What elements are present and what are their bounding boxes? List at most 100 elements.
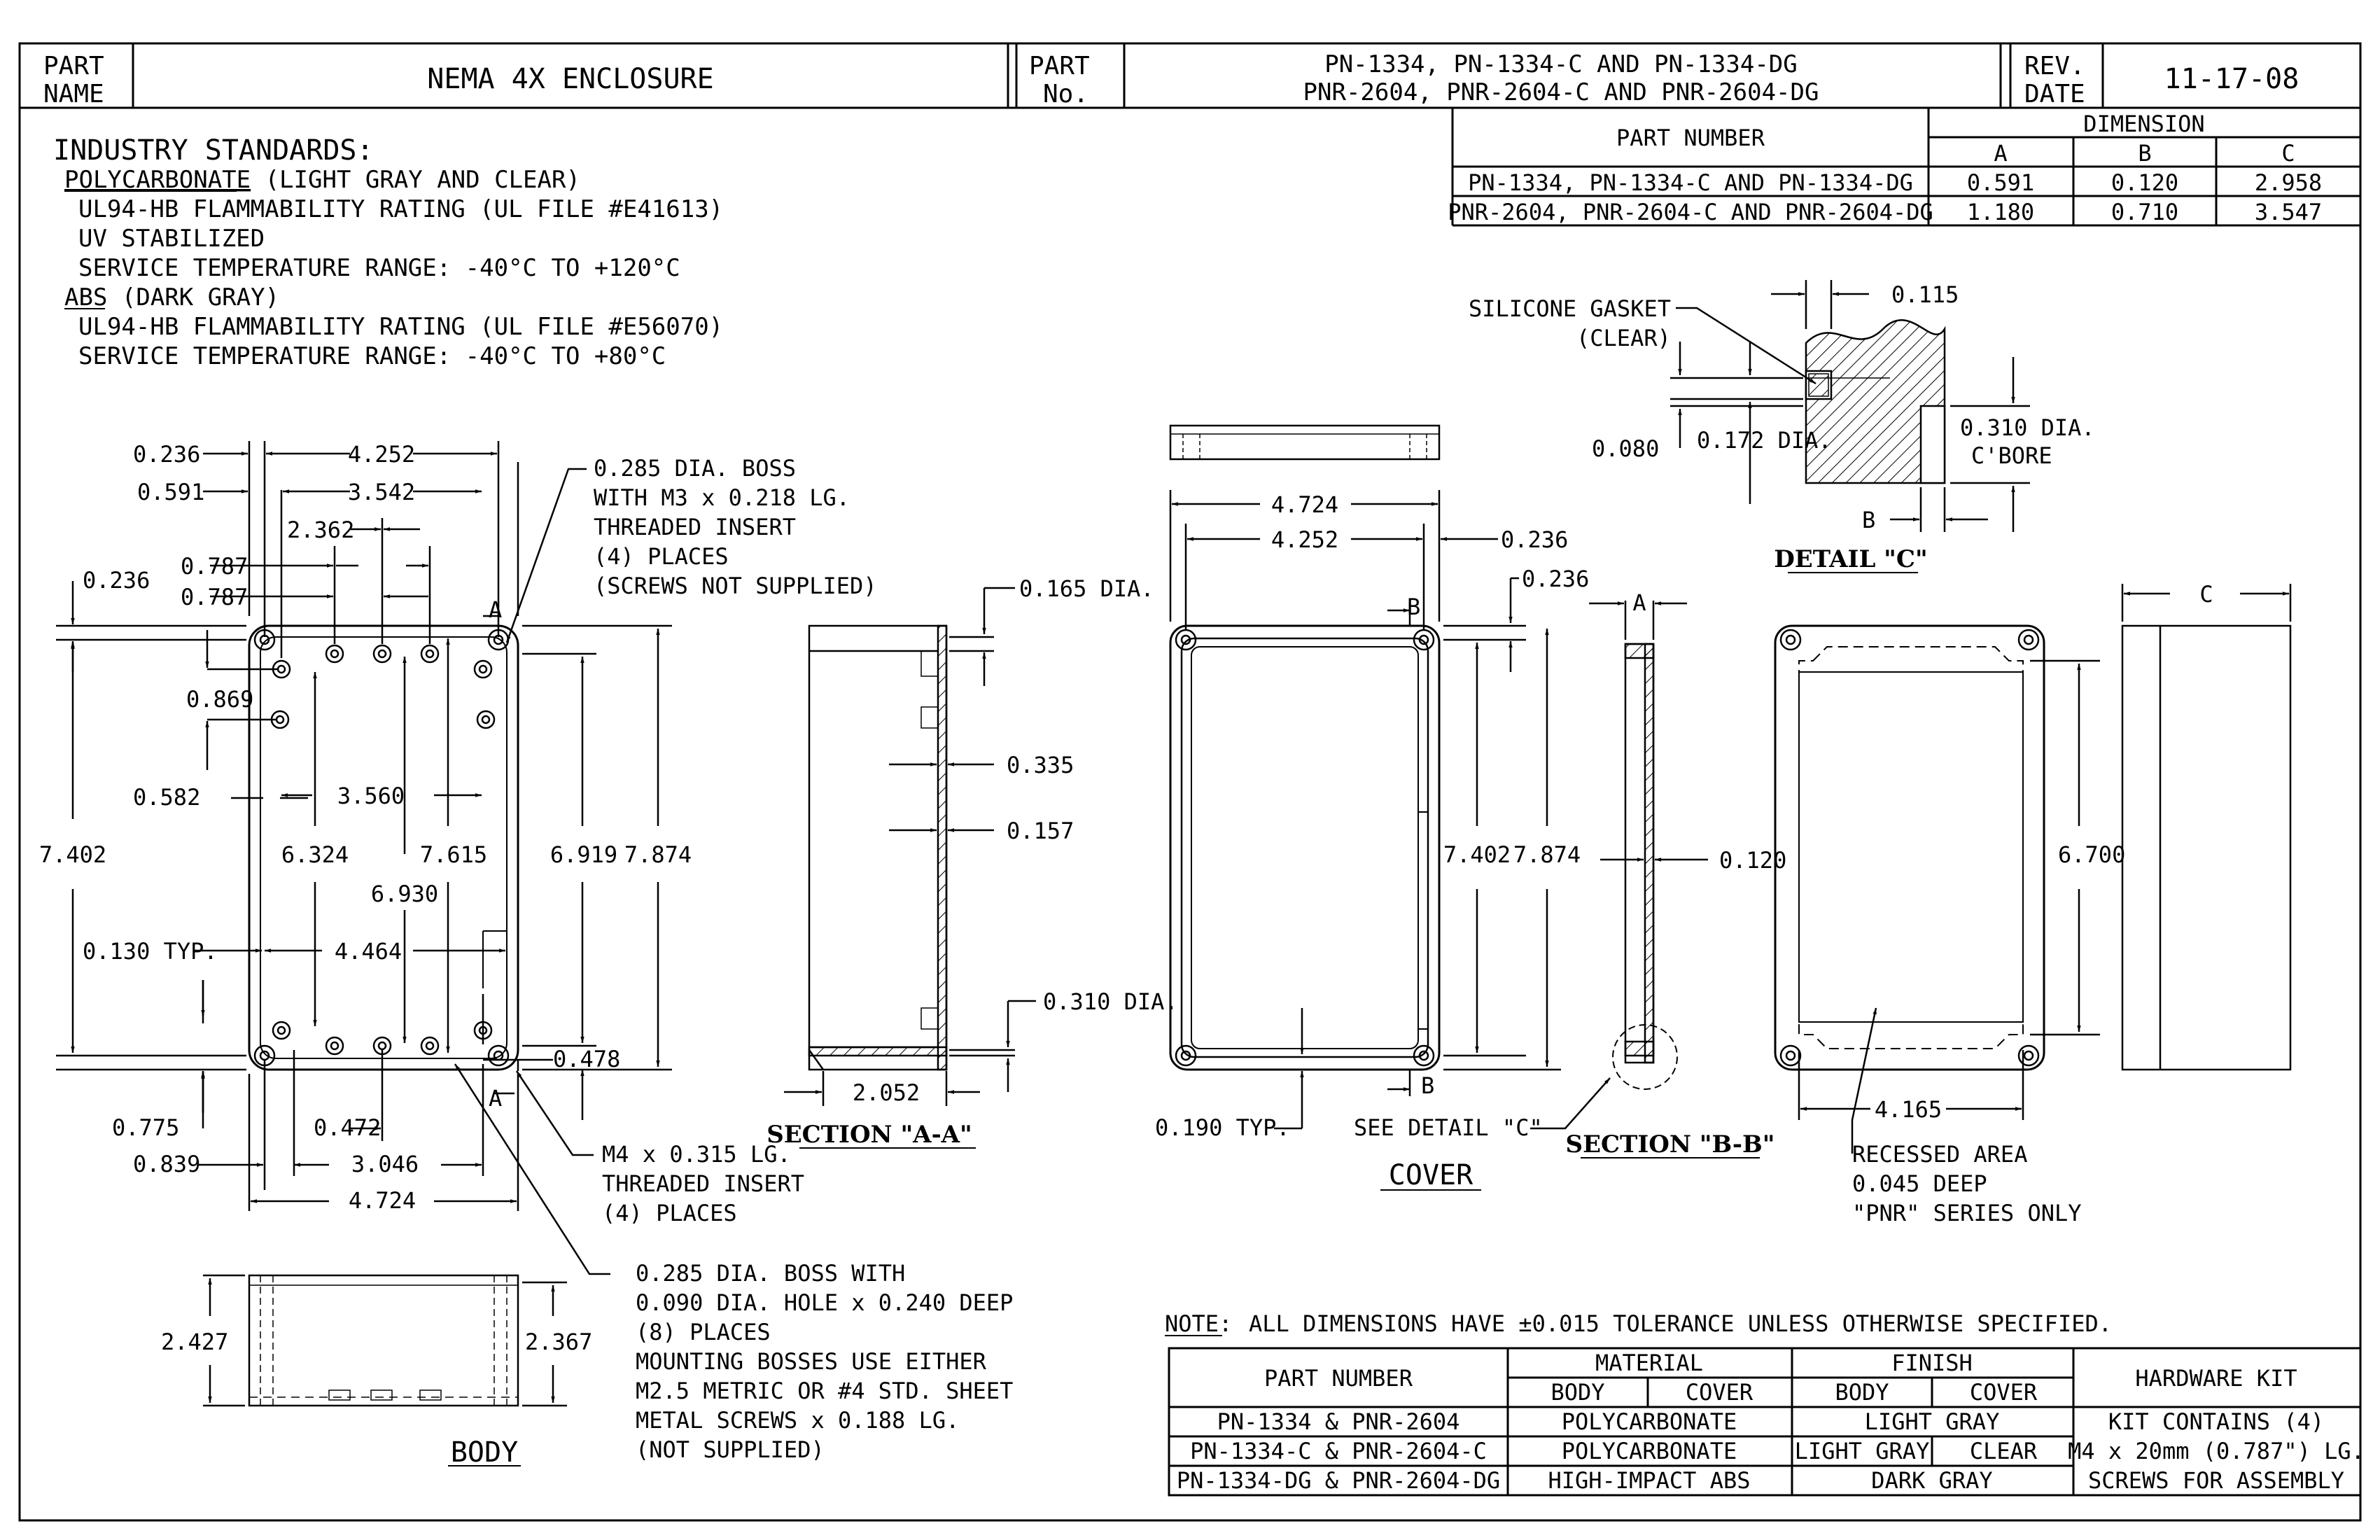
dim-row-2-c: 3.547	[2255, 199, 2322, 225]
insert-note-line3: (4) PLACES	[602, 1200, 737, 1226]
dim-table-dimension-header: DIMENSION	[2083, 111, 2204, 137]
mat-finish-header: FINISH	[1891, 1350, 1973, 1376]
body-dim-0775: 0.775	[112, 1114, 179, 1141]
mat-row-2-part: PN-1334-C & PNR-2604-C	[1190, 1438, 1487, 1464]
boss-note-line4: (4) PLACES	[594, 543, 729, 570]
polycarbonate-rest: (LIGHT GRAY AND CLEAR)	[251, 166, 580, 194]
rev-date: 11-17-08	[2164, 63, 2300, 95]
dim-row-2-b: 0.710	[2111, 199, 2178, 225]
fin-cover-header: COVER	[1970, 1379, 2038, 1406]
section-aa-view	[784, 587, 1036, 1106]
sheet-border	[18, 42, 2362, 1522]
cover-edge-view	[1169, 424, 1441, 461]
body-dim-0787-b: 0.787	[181, 584, 248, 610]
body-top-view	[248, 624, 519, 1071]
body-dim-6324: 6.324	[281, 841, 349, 868]
boss-note: 0.285 DIA. BOSS WITH M3 x 0.218 LG. THRE…	[594, 455, 877, 599]
body-dim-2362: 2.362	[287, 517, 354, 543]
dim-row-2-a: 1.180	[1967, 199, 2034, 225]
dim-row-1-c: 2.958	[2255, 169, 2322, 196]
dim-table-col-c: C	[2281, 140, 2295, 167]
detail-c-gasket-line1: SILICONE GASKET	[1469, 295, 1671, 322]
dim-row-1-a: 0.591	[1967, 169, 2034, 196]
cover-dim-0236-a: 0.236	[1501, 526, 1568, 553]
abs-rest: (DARK GRAY)	[107, 284, 279, 312]
body-dim-3046: 3.046	[351, 1151, 419, 1177]
standards-heading: INDUSTRY STANDARDS:	[53, 134, 374, 167]
mount-note-line4: MOUNTING BOSSES USE EITHER	[636, 1348, 987, 1375]
hardware-line3: SCREWS FOR ASSEMBLY	[2088, 1467, 2344, 1494]
dim-table-part-header: PART NUMBER	[1616, 125, 1765, 151]
body-dim-0478: 0.478	[553, 1046, 620, 1072]
pc-line2: UV STABILIZED	[78, 225, 265, 253]
dim-row-1-b: 0.120	[2111, 169, 2178, 196]
mount-note-line1: 0.285 DIA. BOSS WITH	[636, 1260, 905, 1287]
body-dim-4464: 4.464	[335, 938, 402, 965]
body-dim-0869: 0.869	[186, 686, 253, 713]
mat-row-2-finish-body: LIGHT GRAY	[1795, 1438, 1930, 1464]
mat-row-2-finish-cover: CLEAR	[1970, 1438, 2038, 1464]
body-dim-4252: 4.252	[348, 441, 415, 468]
insert-note-line1: M4 x 0.315 LG.	[602, 1141, 791, 1168]
abs-line2: SERVICE TEMPERATURE RANGE: -40°C TO +80°…	[78, 342, 666, 370]
fin-body-header: BODY	[1835, 1379, 1889, 1406]
cover-dim-4724: 4.724	[1271, 491, 1338, 518]
recess-cover-view	[1774, 624, 2045, 1071]
pc-line1: UL94-HB FLAMMABILITY RATING (UL FILE #E4…	[78, 195, 723, 223]
body-dim-3542: 3.542	[348, 479, 415, 505]
body-label: BODY	[451, 1436, 518, 1469]
mount-note-line5: M2.5 METRIC OR #4 STD. SHEET	[636, 1378, 1013, 1404]
dimension-table	[1451, 108, 2360, 227]
dim-row-2-part: PNR-2604, PNR-2604-C AND PNR-2604-DG	[1448, 199, 1933, 225]
rev-label: REV.	[2024, 52, 2085, 80]
mat-hardware-header: HARDWARE KIT	[2135, 1365, 2297, 1392]
mat-row-3-part: PN-1334-DG & PNR-2604-DG	[1177, 1467, 1500, 1494]
boss-note-line5: (SCREWS NOT SUPPLIED)	[594, 573, 877, 599]
body-dim-0591: 0.591	[137, 479, 204, 505]
mat-body-header: BODY	[1550, 1379, 1604, 1406]
mount-note-line2: 0.090 DIA. HOLE x 0.240 DEEP	[636, 1289, 1013, 1316]
body-section-a-bottom: A	[489, 1085, 502, 1112]
mat-row-1-finish: LIGHT GRAY	[1865, 1408, 2000, 1435]
section-aa-0335: 0.335	[1007, 752, 1074, 778]
polycarbonate-label: POLYCARBONATE	[64, 166, 251, 194]
cover-dimension-lines	[1169, 490, 1611, 1130]
material-table	[1168, 1347, 2362, 1497]
cover-top-view	[1169, 624, 1441, 1071]
mount-note-line3: (8) PLACES	[636, 1319, 771, 1345]
date-label: DATE	[2024, 80, 2085, 108]
section-bb-0120: 0.120	[1719, 847, 1786, 874]
title-block	[20, 43, 2360, 109]
part-numbers-line1: PN-1334, PN-1334-C AND PN-1334-DG	[1324, 50, 1798, 78]
section-aa-0310: 0.310 DIA.	[1043, 988, 1178, 1015]
recess-note-line1: RECESSED AREA	[1852, 1141, 2027, 1168]
cover-see-detail: SEE DETAIL "C"	[1354, 1114, 1543, 1141]
body-dim-0236-left: 0.236	[83, 567, 150, 594]
cover-section-b-bottom: B	[1421, 1072, 1434, 1099]
section-aa-0157: 0.157	[1007, 818, 1074, 844]
mount-note-line7: (NOT SUPPLIED)	[636, 1436, 825, 1463]
recess-dimension-lines	[1798, 659, 2100, 1154]
insert-note: M4 x 0.315 LG. THREADED INSERT (4) PLACE…	[602, 1141, 804, 1226]
part-name: NEMA 4X ENCLOSURE	[427, 63, 713, 95]
note-label: NOTE:	[1165, 1310, 1232, 1337]
abs-line1: UL94-HB FLAMMABILITY RATING (UL FILE #E5…	[78, 313, 723, 341]
section-aa-0165: 0.165 DIA.	[1019, 575, 1154, 602]
cover-section-b-top: B	[1407, 594, 1420, 620]
part-label: PART	[43, 52, 104, 80]
body-dimension-lines	[56, 441, 672, 1275]
detail-c-gasket-line2: (CLEAR)	[1576, 325, 1671, 351]
body-dim-0472: 0.472	[314, 1114, 381, 1141]
section-bb-view	[1589, 601, 1708, 1090]
mat-material-header: MATERIAL	[1595, 1350, 1703, 1376]
body-side-2427: 2.427	[161, 1329, 228, 1355]
abs-label: ABS	[64, 284, 107, 312]
mat-part-header: PART NUMBER	[1264, 1365, 1413, 1392]
cover-side-c: C	[2199, 581, 2213, 608]
dim-row-1-part: PN-1334, PN-1334-C AND PN-1334-DG	[1468, 169, 1913, 196]
body-dim-0839: 0.839	[133, 1151, 200, 1177]
mount-note: 0.285 DIA. BOSS WITH 0.090 DIA. HOLE x 0…	[636, 1260, 1013, 1463]
insert-note-line2: THREADED INSERT	[602, 1170, 804, 1197]
body-dim-0582: 0.582	[133, 784, 200, 811]
